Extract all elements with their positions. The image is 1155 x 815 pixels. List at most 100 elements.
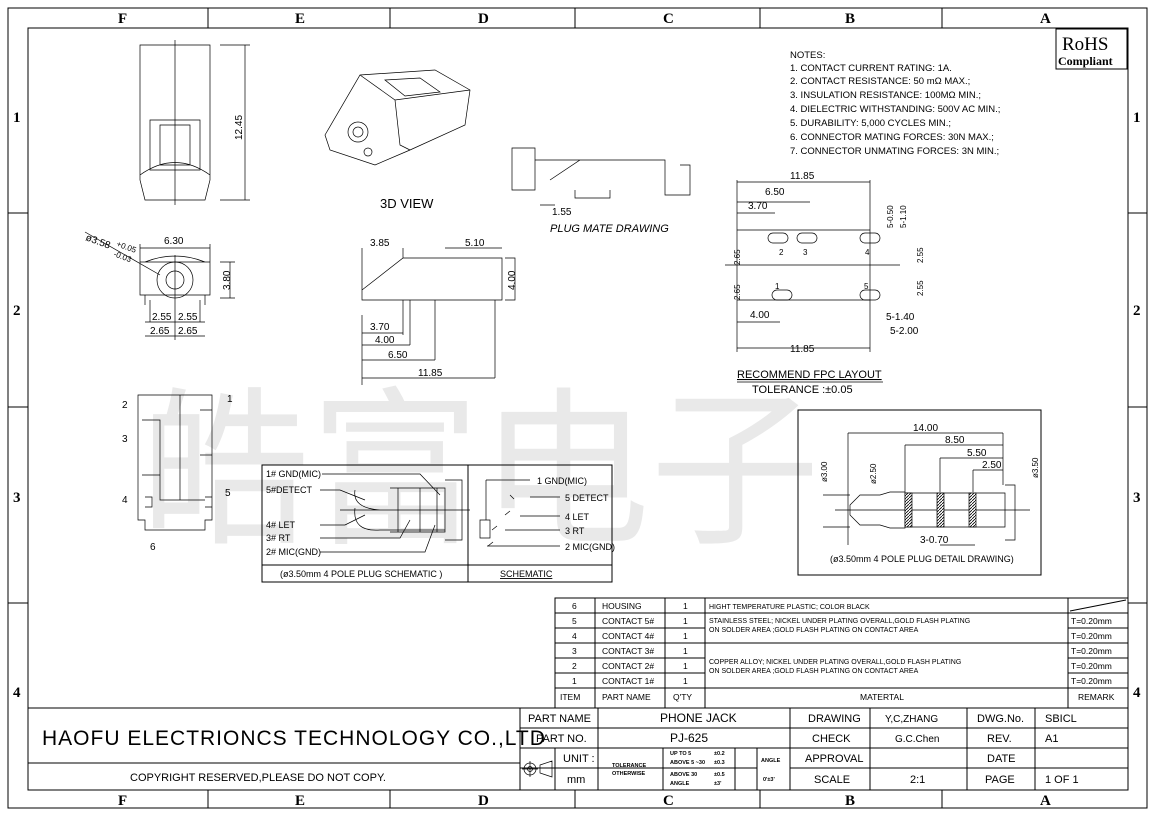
column-label: E (295, 793, 305, 809)
notes: NOTES: 1. CONTACT CURRENT RATING: 1A. 2.… (790, 50, 1000, 157)
dim-3.85: 3.85 (370, 238, 390, 249)
jack-pin-label: 3 RT (565, 526, 585, 536)
bom-cell-item: 3 (572, 646, 577, 656)
dim-4.00: 4.00 (375, 335, 395, 346)
rohs-text: RoHS (1062, 34, 1108, 55)
dim-2.55: 2.55 (916, 280, 925, 296)
fpc-tolerance: TOLERANCE :±0.05 (752, 384, 853, 396)
scale-value: 2:1 (910, 774, 925, 786)
dim-4.00: 4.00 (750, 310, 770, 321)
dim-2.55: 2.55 (178, 312, 198, 323)
angle-label: ANGLE (761, 758, 781, 764)
part-no-label: PART NO. (536, 733, 587, 745)
bom-cell-remark: T=0.20mm (1071, 646, 1112, 656)
dim-2.65: 2.65 (733, 249, 742, 265)
row-label: 1 (13, 110, 21, 126)
bom-header: Q'TY (673, 692, 692, 702)
bom-cell-name: HOUSING (602, 601, 642, 611)
tolerance-value: ±0.3 (714, 760, 725, 766)
page-label: PAGE (985, 774, 1015, 786)
tolerance-range: ABOVE 5 ~30 (670, 760, 705, 766)
side-view: 3.85 5.10 4.00 3.70 4.00 6.50 11.85 (361, 238, 518, 385)
notes-title: NOTES: (790, 50, 825, 61)
dim-5-1.40: 5-1.40 (886, 312, 915, 323)
dwg-no-label: DWG.No. (977, 713, 1024, 725)
bom-cell-remark: T=0.20mm (1071, 616, 1112, 626)
pad-label: 2 (779, 248, 784, 257)
pin-label: 4 (122, 495, 128, 506)
top-view: 12.45 (139, 40, 250, 205)
check-value: G.C.Chen (895, 734, 939, 745)
dim-height: 3.80 (222, 270, 233, 290)
pin-label: 2 (122, 400, 128, 411)
plug-detail-caption: (ø3.50mm 4 POLE PLUG DETAIL DRAWING) (830, 554, 1014, 564)
rev-value: A1 (1045, 733, 1058, 745)
title-block: HAOFU ELECTRIONCS TECHNOLOGY CO.,LTD COP… (28, 707, 1128, 790)
material-text: ON SOLDER AREA ;GOLD FLASH PLATING ON CO… (709, 627, 919, 634)
bom-cell-name: CONTACT 1# (602, 676, 654, 686)
column-label: E (295, 11, 305, 27)
dim-dia-3.50: ø3.50 (1031, 457, 1040, 478)
tolerance-label: OTHERWISE (612, 771, 646, 777)
tolerance-value: ±0.2 (714, 751, 725, 757)
note-item: 4. DIELECTRIC WITHSTANDING: 500V AC MIN.… (790, 104, 1000, 115)
dim-dia-3.00: ø3.00 (820, 461, 829, 482)
dim-11.85: 11.85 (790, 171, 815, 182)
column-label: B (845, 793, 855, 809)
dim-height: 12.45 (234, 115, 245, 140)
bom-cell-remark: T=0.20mm (1071, 661, 1112, 671)
column-label: D (478, 11, 489, 27)
note-item: 1. CONTACT CURRENT RATING: 1A. (790, 63, 952, 74)
front-view: ø3.58 +0.05 -0.03 6.30 3.80 2.55 2.55 2.… (84, 231, 235, 340)
dim-2.65: 2.65 (733, 284, 742, 300)
watermark: 皓富电子 (140, 373, 820, 571)
pin-label: 1 (227, 394, 233, 405)
tolerance-label: TOLERANCE (612, 763, 646, 769)
bom-header: REMARK (1078, 692, 1115, 702)
fpc-layout: 11.85 6.50 3.70 5-0.50 5-1.10 2.65 2.65 … (725, 171, 925, 396)
column-labels-bottom: F E D C B A (118, 793, 1051, 809)
dim-width: 6.30 (164, 236, 184, 247)
pin-view: 2 3 4 1 5 6 (122, 394, 233, 553)
dim-3-0.70: 3-0.70 (920, 535, 949, 546)
column-label: A (1040, 793, 1051, 809)
note-item: 6. CONNECTOR MATING FORCES: 30N MAX.; (790, 132, 994, 143)
dim-5-1.10: 5-1.10 (899, 205, 908, 228)
material-text: STAINLESS STEEL; NICKEL UNDER PLATING OV… (709, 618, 970, 625)
bom-cell-item: 6 (572, 601, 577, 611)
plug-mate-view: 1.55 PLUG MATE DRAWING (511, 147, 691, 235)
plug-pin-label: 5#DETECT (266, 485, 313, 495)
scale-label: SCALE (814, 774, 850, 786)
plug-pin-label: 4# LET (266, 520, 296, 530)
bom-cell-qty: 1 (683, 676, 688, 686)
bom-header: ITEM (560, 692, 580, 702)
column-label: C (663, 793, 674, 809)
dim-5-2.00: 5-2.00 (890, 326, 919, 337)
dim-1.55: 1.55 (552, 207, 572, 218)
bom-cell-item: 2 (572, 661, 577, 671)
bom-cell-item: 4 (572, 631, 577, 641)
plug-schematic-caption: (ø3.50mm 4 POLE PLUG SCHEMATIC ) (280, 569, 442, 579)
projection-symbol-icon (522, 760, 553, 778)
dim-2.50: 2.50 (982, 460, 1002, 471)
dim-2.65: 2.65 (150, 326, 170, 337)
bom-header: MATERTAL (860, 692, 904, 702)
tolerance-range: ABOVE 30 (670, 772, 697, 778)
column-label: F (118, 793, 127, 809)
dim-dia: ø3.58 (84, 232, 112, 251)
rev-label: REV. (987, 733, 1012, 745)
part-no: PJ-625 (670, 731, 708, 745)
bom-cell-item: 5 (572, 616, 577, 626)
dim-8.50: 8.50 (945, 435, 965, 446)
bom-cell-qty: 1 (683, 631, 688, 641)
column-label: C (663, 11, 674, 27)
bom-cell-name: CONTACT 5# (602, 616, 654, 626)
row-label: 1 (1133, 110, 1141, 126)
row-label: 2 (13, 303, 21, 319)
bom-cell-name: CONTACT 4# (602, 631, 654, 641)
note-item: 7. CONNECTOR UNMATING FORCES: 3N MIN.; (790, 146, 999, 157)
copyright-text: COPYRIGHT RESERVED,PLEASE DO NOT COPY. (130, 772, 386, 784)
row-label: 3 (1133, 490, 1141, 506)
